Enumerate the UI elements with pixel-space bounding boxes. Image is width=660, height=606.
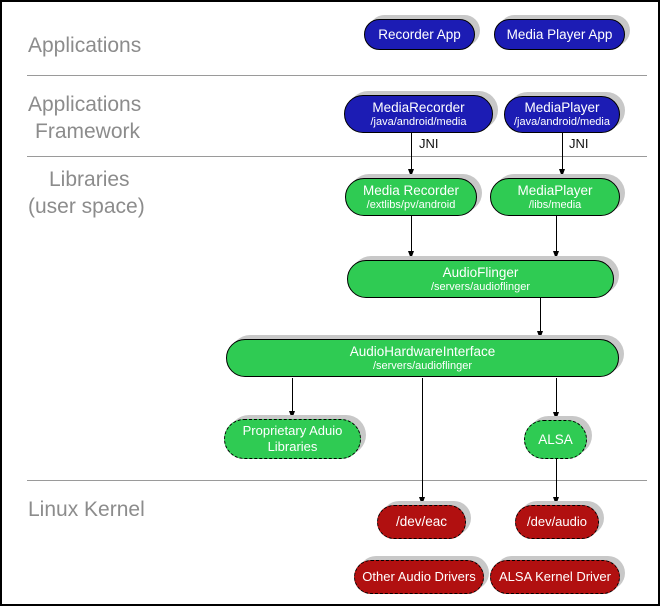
node-title: Proprietary Aduio [242,423,343,438]
arrow-mediarecorder-to-audioflinger [408,216,414,259]
node-mediarecorder-framework: MediaRecorder /java/android/media [344,95,493,133]
layer-label-line: Applications [28,34,142,57]
layer-label-applications: Applications [28,32,141,59]
node-title: ALSA Kernel Driver [499,569,611,584]
node-media-player-app: Media Player App [494,19,625,50]
arrow-audioflinger-to-audiohardwareinterface [537,298,543,339]
node-title: /dev/audio [527,514,587,529]
node-title-line2: Libraries [267,439,318,454]
node-title: Recorder App [378,26,461,42]
node-other-audio-drivers: Other Audio Drivers [354,560,484,594]
node-title: MediaPlayer [517,182,593,198]
node-title: Other Audio Drivers [362,569,476,584]
node-subtitle: /servers/audioflinger [372,359,473,372]
layer-label-line: Libraries [49,168,130,191]
arrow-alsa-to-dev-audio [553,459,559,505]
layer-label-libraries: Libraries (user space) [28,166,145,220]
arrow-ahi-to-dev-eac [419,378,425,505]
node-subtitle: /libs/media [528,198,582,211]
layer-label-applications-framework: Applications Framework [28,91,141,145]
node-title: ALSA [538,431,573,447]
node-subtitle: /servers/audioflinger [430,280,531,293]
layer-divider-2 [27,156,647,157]
layer-label-line: Linux Kernel [28,498,145,521]
arrow-mediaplayer-to-audioflinger [553,215,559,259]
node-title: MediaPlayer [524,100,600,115]
layer-divider-3 [27,480,647,481]
node-title: Media Player App [506,26,613,42]
node-alsa-kernel-driver: ALSA Kernel Driver [490,560,620,594]
node-audiohardwareinterface: AudioHardwareInterface /servers/audiofli… [226,339,619,377]
arrow-ahi-to-proprietary-libraries [289,378,295,419]
arrow-mediaplayer-jni [559,133,565,177]
node-title: /dev/eac [395,514,448,529]
jni-label-right: JNI [569,136,589,151]
node-mediaplayer-lib: MediaPlayer /libs/media [490,178,620,216]
layer-label-linux-kernel: Linux Kernel [28,496,145,523]
node-dev-eac: /dev/eac [377,505,466,539]
layer-divider-1 [27,75,647,76]
node-title: AudioHardwareInterface [349,343,496,359]
node-title: AudioFlinger [442,264,519,280]
node-recorder-app: Recorder App [364,19,475,50]
node-subtitle: /java/android/media [513,116,610,128]
node-title: MediaRecorder [372,99,465,115]
node-alsa: ALSA [524,420,587,459]
node-audioflinger: AudioFlinger /servers/audioflinger [347,260,614,298]
layer-label-line: Applications [28,93,142,116]
node-mediaplayer-framework: MediaPlayer /java/android/media [504,96,620,133]
arrow-ahi-to-alsa [553,378,559,420]
node-title: Media Recorder [362,182,460,198]
node-media-recorder-lib: Media Recorder /extlibs/pv/android [345,178,477,216]
arrow-mediarecorder-jni [408,133,414,177]
jni-label-left: JNI [419,136,439,151]
layer-label-line: (user space) [28,195,145,218]
layer-label-line: Framework [35,120,141,143]
node-subtitle: /java/android/media [370,115,467,128]
node-proprietary-audio-libraries: Proprietary Aduio Libraries [224,419,361,459]
node-dev-audio: /dev/audio [515,505,599,539]
node-subtitle: /extlibs/pv/android [366,198,456,211]
